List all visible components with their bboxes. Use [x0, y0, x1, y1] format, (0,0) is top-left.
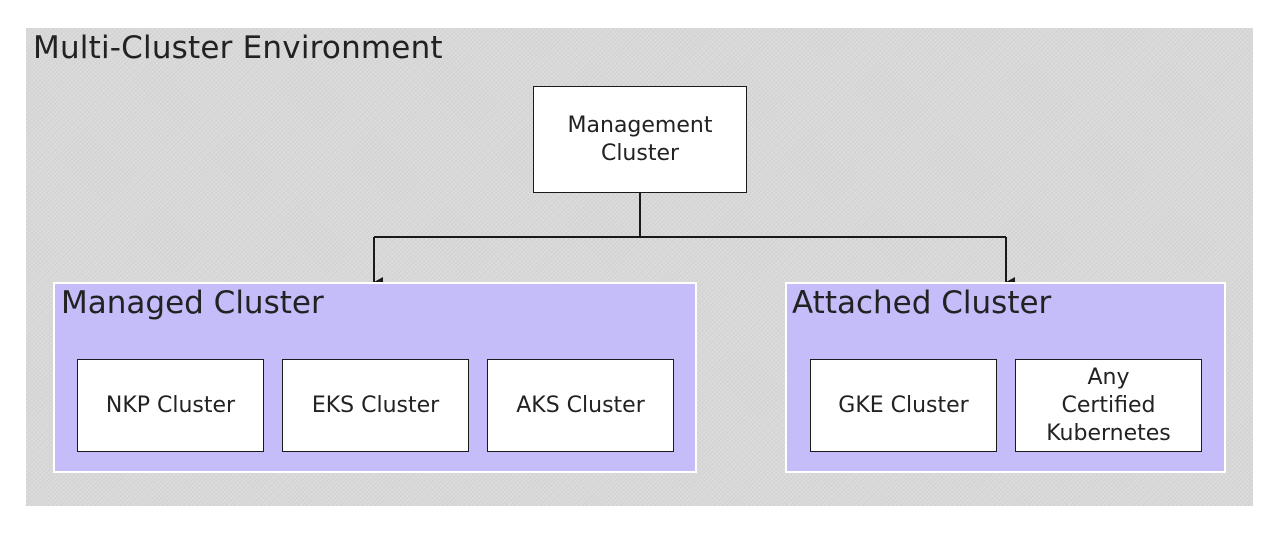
management-cluster-label-line2: Cluster — [600, 140, 680, 166]
aks-cluster-label: AKS Cluster — [516, 392, 645, 418]
certified-kubernetes-node: Any Certified Kubernetes — [1015, 359, 1202, 452]
nkp-cluster-label: NKP Cluster — [105, 392, 236, 418]
certified-kubernetes-label-line2: Certified — [1061, 392, 1156, 418]
environment-title: Multi-Cluster Environment — [33, 30, 443, 66]
eks-cluster-label: EKS Cluster — [311, 392, 440, 418]
aks-cluster-node: AKS Cluster — [487, 359, 674, 452]
management-cluster-node: Management Cluster — [533, 86, 747, 193]
certified-kubernetes-label-line1: Any — [1087, 364, 1130, 390]
nkp-cluster-node: NKP Cluster — [77, 359, 264, 452]
certified-kubernetes-label-line3: Kubernetes — [1046, 420, 1171, 446]
managed-cluster-title: Managed Cluster — [61, 285, 324, 321]
eks-cluster-node: EKS Cluster — [282, 359, 469, 452]
gke-cluster-label: GKE Cluster — [838, 392, 969, 418]
gke-cluster-node: GKE Cluster — [810, 359, 997, 452]
attached-cluster-title: Attached Cluster — [792, 285, 1052, 321]
management-cluster-label-line1: Management — [567, 112, 713, 138]
